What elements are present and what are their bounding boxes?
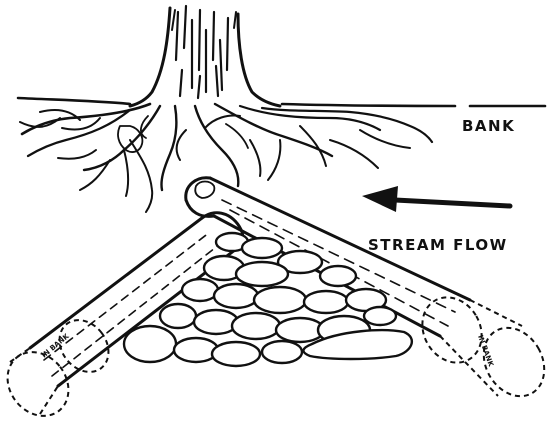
bank-line	[18, 98, 545, 106]
arrow-left-icon	[362, 186, 398, 212]
stream-flow-arrow	[362, 186, 510, 212]
bank-label: BANK	[462, 117, 515, 135]
tree-trunk	[130, 6, 280, 106]
in-bank-label-right: IN BANK	[476, 334, 495, 368]
stream-flow-label: STREAM FLOW	[368, 236, 508, 254]
